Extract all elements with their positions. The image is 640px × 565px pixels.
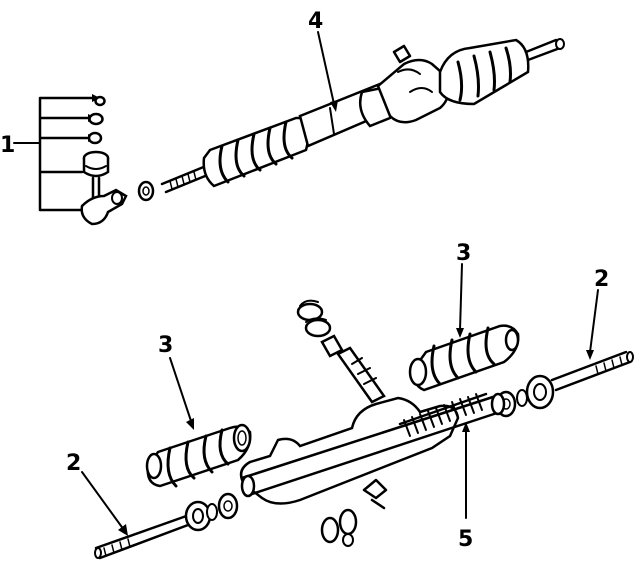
rack-housing — [239, 392, 506, 547]
callout-4: 4 — [308, 9, 323, 34]
inner-tie-rod-right — [495, 289, 634, 418]
inner-tie-rod-left — [81, 471, 239, 560]
nut — [94, 95, 106, 107]
ball-joint-right — [495, 374, 555, 418]
callout-3-upper: 3 — [456, 241, 471, 266]
bellows-boot-lower — [145, 357, 252, 488]
tie-rod-end — [80, 176, 128, 226]
seal-ring — [87, 131, 103, 145]
callout-1: 1 — [0, 133, 15, 158]
washer — [88, 112, 104, 126]
callout-2-lower: 2 — [66, 451, 81, 476]
ball-joint-left — [184, 492, 239, 532]
bellows-boot-upper — [408, 263, 520, 392]
dust-cover — [82, 150, 110, 178]
jam-nut — [137, 180, 155, 202]
callout-3-lower: 3 — [158, 333, 173, 358]
callout-5: 5 — [458, 527, 473, 552]
tie-rod-end-kit — [13, 94, 155, 226]
rack-and-pinion-assembly — [160, 31, 565, 194]
pinion-valve-parts — [296, 299, 386, 404]
callout-2-upper: 2 — [594, 267, 609, 292]
